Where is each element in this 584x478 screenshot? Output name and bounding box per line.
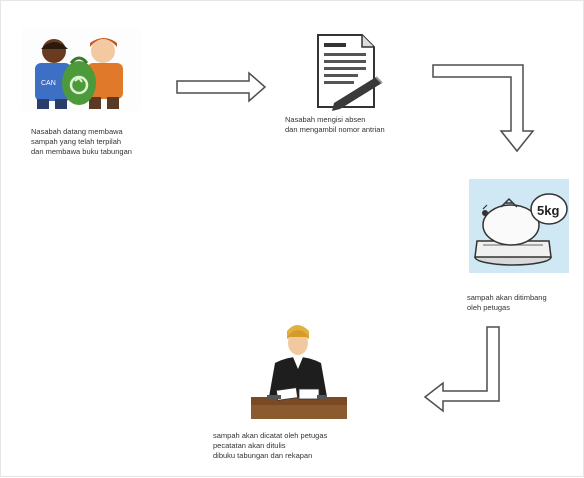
svg-text:CAN: CAN — [41, 80, 56, 87]
step4-caption: sampah akan dicatat oleh petugas pecatat… — [213, 431, 328, 460]
customers-with-recycle-bag-icon: CAN — [21, 29, 141, 111]
weighing-scale-icon: 5kg — [469, 179, 569, 273]
officer-at-desk-icon — [251, 325, 347, 419]
step2-caption: Nasabah mengisi absen dan mengambil nomo… — [285, 115, 385, 134]
scale-weight-label: 5kg — [537, 203, 559, 218]
step1-caption: Nasabah datang membawa sampah yang telah… — [31, 127, 132, 156]
step3-caption: sampah akan ditimbang oleh petugas — [467, 293, 547, 312]
form-and-pen-icon — [317, 34, 383, 111]
